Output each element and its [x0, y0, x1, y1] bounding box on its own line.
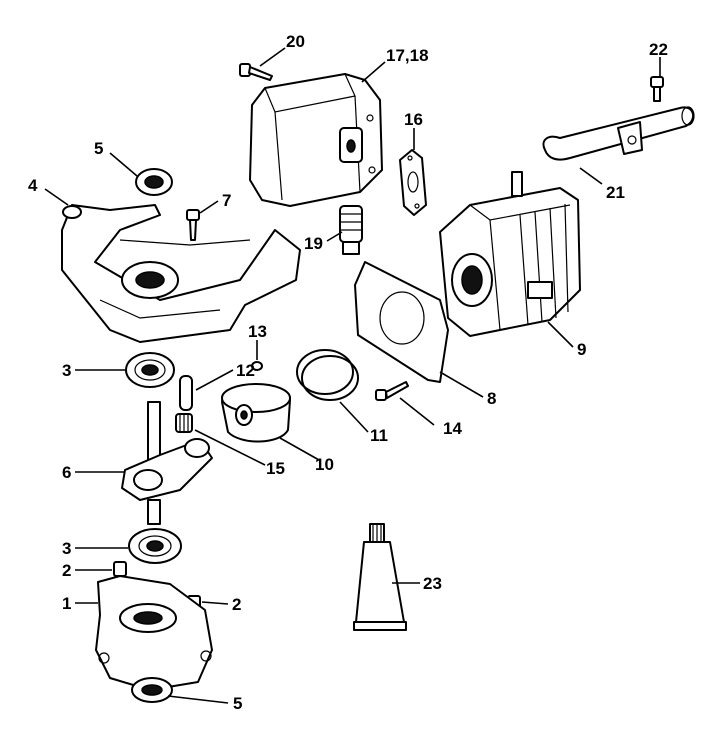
part-crankshaft-6 [121, 401, 213, 525]
part-screw-22 [650, 76, 664, 102]
callout-13: 13 [248, 322, 267, 341]
callout-2-left: 2 [62, 561, 71, 580]
part-pin-12 [179, 375, 193, 411]
part-muffler-17-18 [249, 73, 383, 207]
callout-labels: 20 17,18 22 16 5 4 7 21 19 13 9 3 12 8 1… [28, 32, 668, 713]
callout-14: 14 [443, 419, 462, 438]
callout-1: 1 [62, 594, 71, 613]
callout-17-18: 17,18 [386, 46, 429, 65]
callout-20: 20 [286, 32, 305, 51]
part-crankcase-4 [61, 204, 301, 343]
part-seal-5-top [135, 168, 173, 196]
part-cylinder-9 [439, 171, 581, 337]
callout-7: 7 [222, 191, 231, 210]
callout-3-top: 3 [62, 361, 71, 380]
part-screw-14 [375, 381, 409, 401]
callout-19: 19 [304, 234, 323, 253]
callout-23: 23 [423, 574, 442, 593]
callout-11: 11 [370, 426, 388, 445]
callout-15: 15 [266, 459, 285, 478]
part-seal-5-bottom [131, 677, 173, 703]
callout-16: 16 [404, 110, 423, 129]
part-intake-tube-21 [542, 106, 695, 161]
callout-12: 12 [236, 361, 255, 380]
part-gasket-8 [354, 261, 449, 383]
callout-3-bottom: 3 [62, 539, 71, 558]
leader-lines [44, 47, 661, 704]
callout-5-top: 5 [94, 139, 103, 158]
callout-8: 8 [487, 389, 496, 408]
part-dowel-2-left [113, 561, 127, 577]
callout-6: 6 [62, 463, 71, 482]
part-screw-20 [239, 63, 273, 81]
callout-2-right: 2 [232, 595, 241, 614]
part-screen-19 [339, 205, 363, 255]
callout-5-bottom: 5 [233, 694, 242, 713]
callout-21: 21 [606, 183, 625, 202]
part-crankcase-1 [95, 575, 213, 691]
part-bearing-3-top [125, 352, 175, 388]
part-piston-10 [221, 383, 291, 443]
part-needle-cage-15 [175, 413, 193, 433]
callout-22: 22 [649, 40, 668, 59]
part-grease-tube-23 [353, 523, 407, 631]
part-screw-7 [186, 209, 200, 241]
part-clip-13 [251, 361, 263, 371]
callout-9: 9 [577, 340, 586, 359]
part-gasket-16 [399, 149, 427, 216]
part-bearing-3-bottom [128, 528, 182, 564]
callout-10: 10 [315, 455, 334, 474]
callout-4: 4 [28, 176, 38, 195]
part-rings-11 [296, 349, 359, 401]
